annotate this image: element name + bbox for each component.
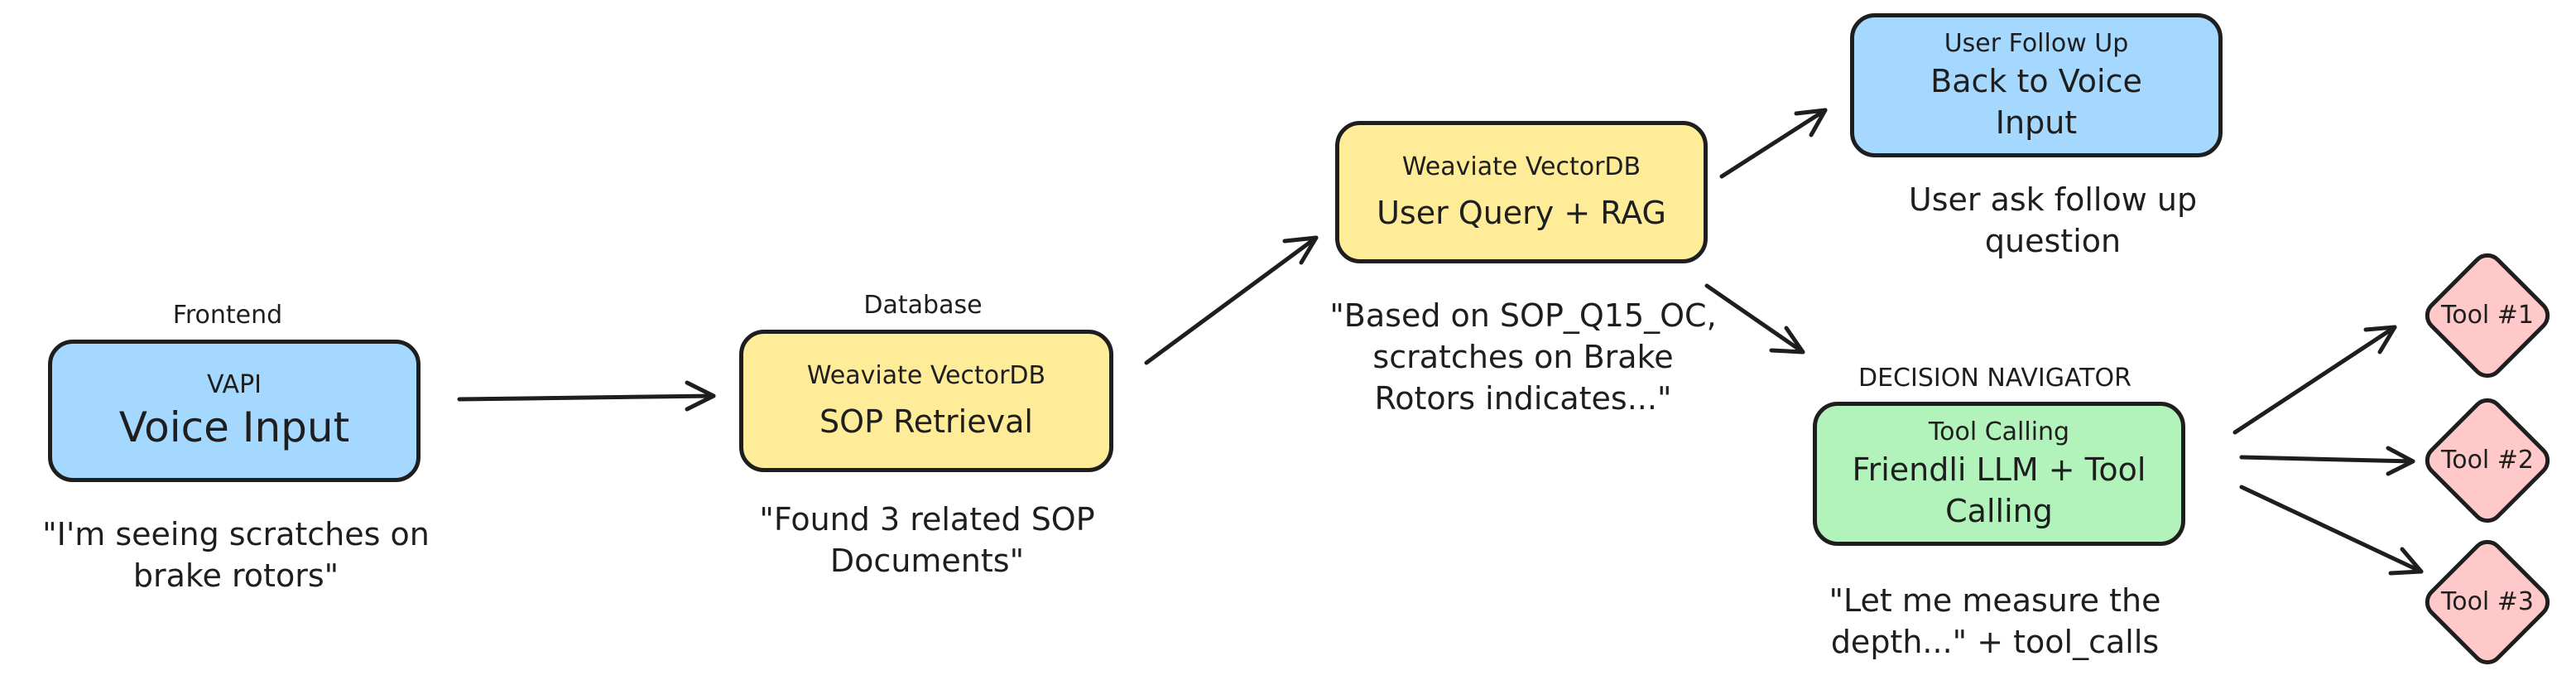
voice-input-subtitle: VAPI (206, 370, 262, 399)
sop-retrieval-caption: "Found 3 related SOP Documents" (759, 501, 1095, 579)
sop-retrieval-node: Weaviate VectorDB SOP Retrieval (739, 330, 1113, 472)
voice-input-caption: "I'm seeing scratches on brake rotors" (42, 516, 430, 594)
tool-3-label: Tool #3 (2440, 587, 2535, 616)
user-query-rag-caption: "Based on SOP_Q15_OC, scratches on Brake… (1329, 297, 1717, 417)
decision-caption: "Let me measure the depth..." + tool_cal… (1829, 582, 2161, 660)
voice-input-title: Voice Input (118, 403, 350, 451)
arrow-decision-to-tool-3 (2239, 485, 2424, 576)
group-label-database: Database (863, 291, 983, 320)
arrow-retrieval-to-rag (1144, 235, 1319, 365)
sop-retrieval-subtitle: Weaviate VectorDB (806, 361, 1046, 390)
arrow-decision-to-tool-2 (2239, 446, 2415, 476)
arrow-rag-to-decision (1704, 283, 1805, 355)
group-label-frontend: Frontend (172, 301, 283, 330)
decision-title: Friendli LLM + Tool Calling (1852, 451, 2146, 529)
sop-retrieval-title: SOP Retrieval (819, 403, 1033, 440)
follow-up-node: User Follow Up Back to Voice Input (1850, 13, 2223, 157)
arrow-voice-to-retrieval (457, 380, 716, 412)
decision-subtitle: Tool Calling (1928, 417, 2070, 446)
group-label-decision-navigator: DECISION NAVIGATOR (1858, 364, 2131, 393)
follow-up-caption: User ask follow up question (1908, 181, 2198, 259)
arrow-decision-to-tool-1 (2232, 325, 2397, 435)
follow-up-subtitle: User Follow Up (1944, 29, 2129, 58)
tool-2-label: Tool #2 (2440, 446, 2535, 475)
user-query-rag-title: User Query + RAG (1377, 195, 1666, 231)
decision-node: Tool Calling Friendli LLM + Tool Calling (1813, 402, 2185, 546)
user-query-rag-subtitle: Weaviate VectorDB (1401, 152, 1641, 181)
user-query-rag-node: Weaviate VectorDB User Query + RAG (1335, 121, 1708, 263)
tool-1-label: Tool #1 (2440, 301, 2535, 330)
voice-input-node: VAPI Voice Input (48, 340, 421, 482)
follow-up-title: Back to Voice Input (1930, 63, 2142, 141)
arrow-rag-to-followup (1719, 108, 1828, 179)
